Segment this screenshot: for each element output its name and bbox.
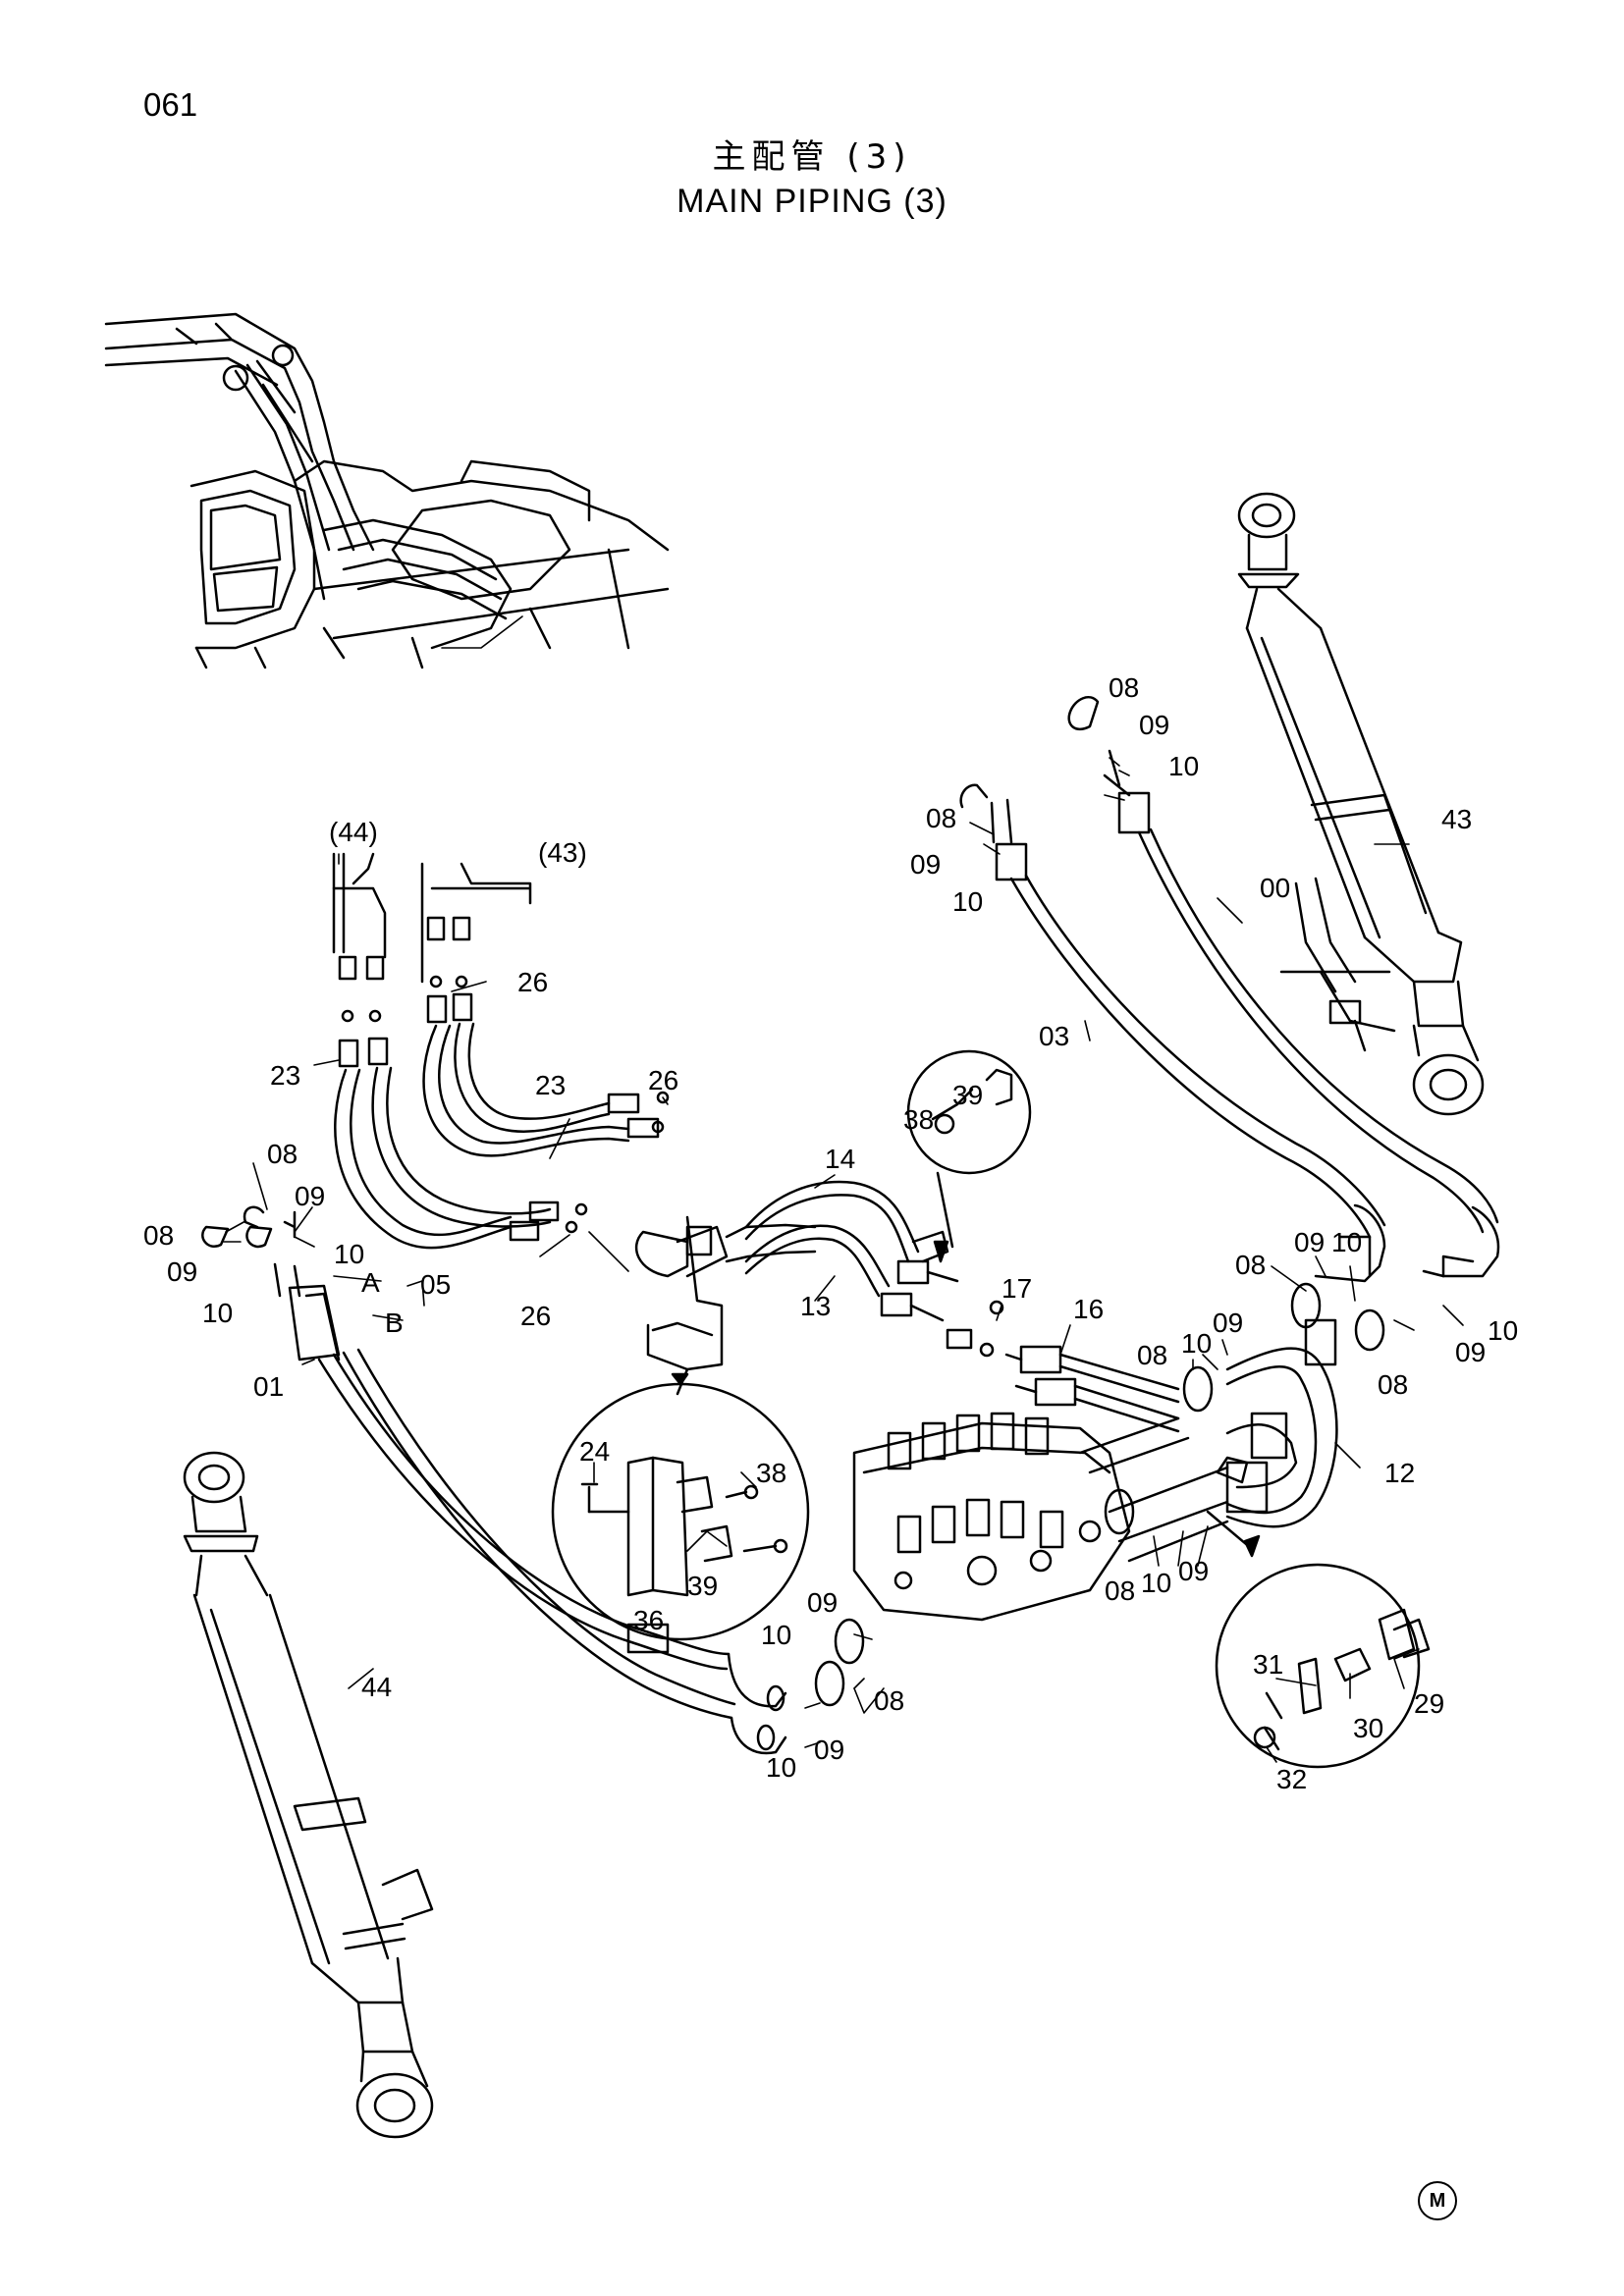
label-08: 08 [926,803,956,833]
detail-circle-clamp-2 [1206,1510,1431,1769]
title-chinese: 主配管 (3) [712,137,912,177]
label-38: 38 [903,1104,934,1135]
flanges [243,1205,1385,1707]
label-03: 03 [1039,1021,1069,1051]
label-10: 10 [761,1620,791,1650]
label-26: 26 [517,967,548,997]
hose-16 [1004,1345,1180,1433]
pipes-13-14 [744,1180,1004,1358]
label-09: 09 [910,849,941,880]
label-05: 05 [420,1269,451,1300]
label-09: 09 [1139,710,1169,740]
label-10: 10 [1141,1568,1171,1598]
label-09: 09 [1294,1227,1325,1257]
label-08: 08 [1109,672,1139,703]
label-08: 08 [267,1139,298,1169]
detail-circle-bracket [551,1367,810,1641]
label-09: 09 [814,1735,844,1765]
title-english: MAIN PIPING (3) [677,183,947,220]
label-36: 36 [633,1605,664,1635]
label-44: 44 [361,1672,392,1702]
label-29: 29 [1414,1688,1444,1719]
label-08: 08 [1378,1369,1408,1400]
label-12: 12 [1384,1458,1415,1488]
label-01: 01 [253,1371,284,1402]
label-10: 10 [952,886,983,917]
label-17: 17 [1001,1273,1032,1304]
label-30: 30 [1353,1713,1383,1743]
label-44-ref: (44) [329,817,378,847]
pipe-12 [1225,1318,1338,1528]
label-39: 39 [952,1080,983,1110]
label-32: 32 [1276,1764,1307,1794]
label-38: 38 [756,1458,786,1488]
watermark-logo: M [1418,2181,1457,2220]
label-10: 10 [1331,1227,1362,1257]
label-08: 08 [143,1220,174,1251]
detail-circle-clamp [906,1049,1032,1263]
label-31: 31 [1253,1649,1283,1680]
pipes-01-05 [201,1225,787,1755]
label-09: 09 [167,1256,197,1287]
pilot-hoses-23 [332,852,670,1250]
label-A: A [361,1267,380,1298]
label-08: 08 [874,1685,904,1716]
label-08: 08 [1105,1575,1135,1606]
label-10: 10 [202,1298,233,1328]
machine-overview-illustration [104,312,670,669]
label-43: 43 [1441,804,1472,834]
label-24: 24 [579,1436,610,1467]
label-10: 10 [1181,1328,1212,1359]
label-26: 26 [648,1065,678,1095]
control-valve [852,1412,1229,1622]
label-23: 23 [270,1060,300,1091]
label-00: 00 [1260,873,1290,903]
label-08: 08 [1235,1250,1266,1280]
label-09: 09 [1455,1337,1486,1367]
label-09: 09 [807,1587,838,1618]
label-16: 16 [1073,1294,1104,1324]
label-09: 09 [295,1181,325,1211]
page-number: 061 [143,86,198,123]
distribution-block [634,1215,817,1371]
label-10: 10 [766,1752,796,1783]
boom-cylinder-43 [1237,492,1485,1116]
label-10: 10 [1168,751,1199,781]
label-13: 13 [800,1291,831,1321]
label-10: 10 [1488,1315,1518,1346]
part-labels: (44) (43) 26 23 23 26 26 08 08 09 09 10 … [143,672,1518,1794]
arm-cylinder-44 [183,1451,434,2139]
label-09: 09 [1213,1308,1243,1338]
label-26: 26 [520,1301,551,1331]
label-39: 39 [687,1571,718,1601]
label-14: 14 [825,1144,855,1174]
label-43-ref: (43) [538,837,587,868]
label-23: 23 [535,1070,566,1100]
label-B: B [385,1308,404,1338]
label-08: 08 [1137,1340,1167,1370]
label-09: 09 [1178,1556,1209,1586]
label-10: 10 [334,1239,364,1269]
pipes-00-03 [959,696,1500,1283]
leader-lines [223,615,1464,1763]
